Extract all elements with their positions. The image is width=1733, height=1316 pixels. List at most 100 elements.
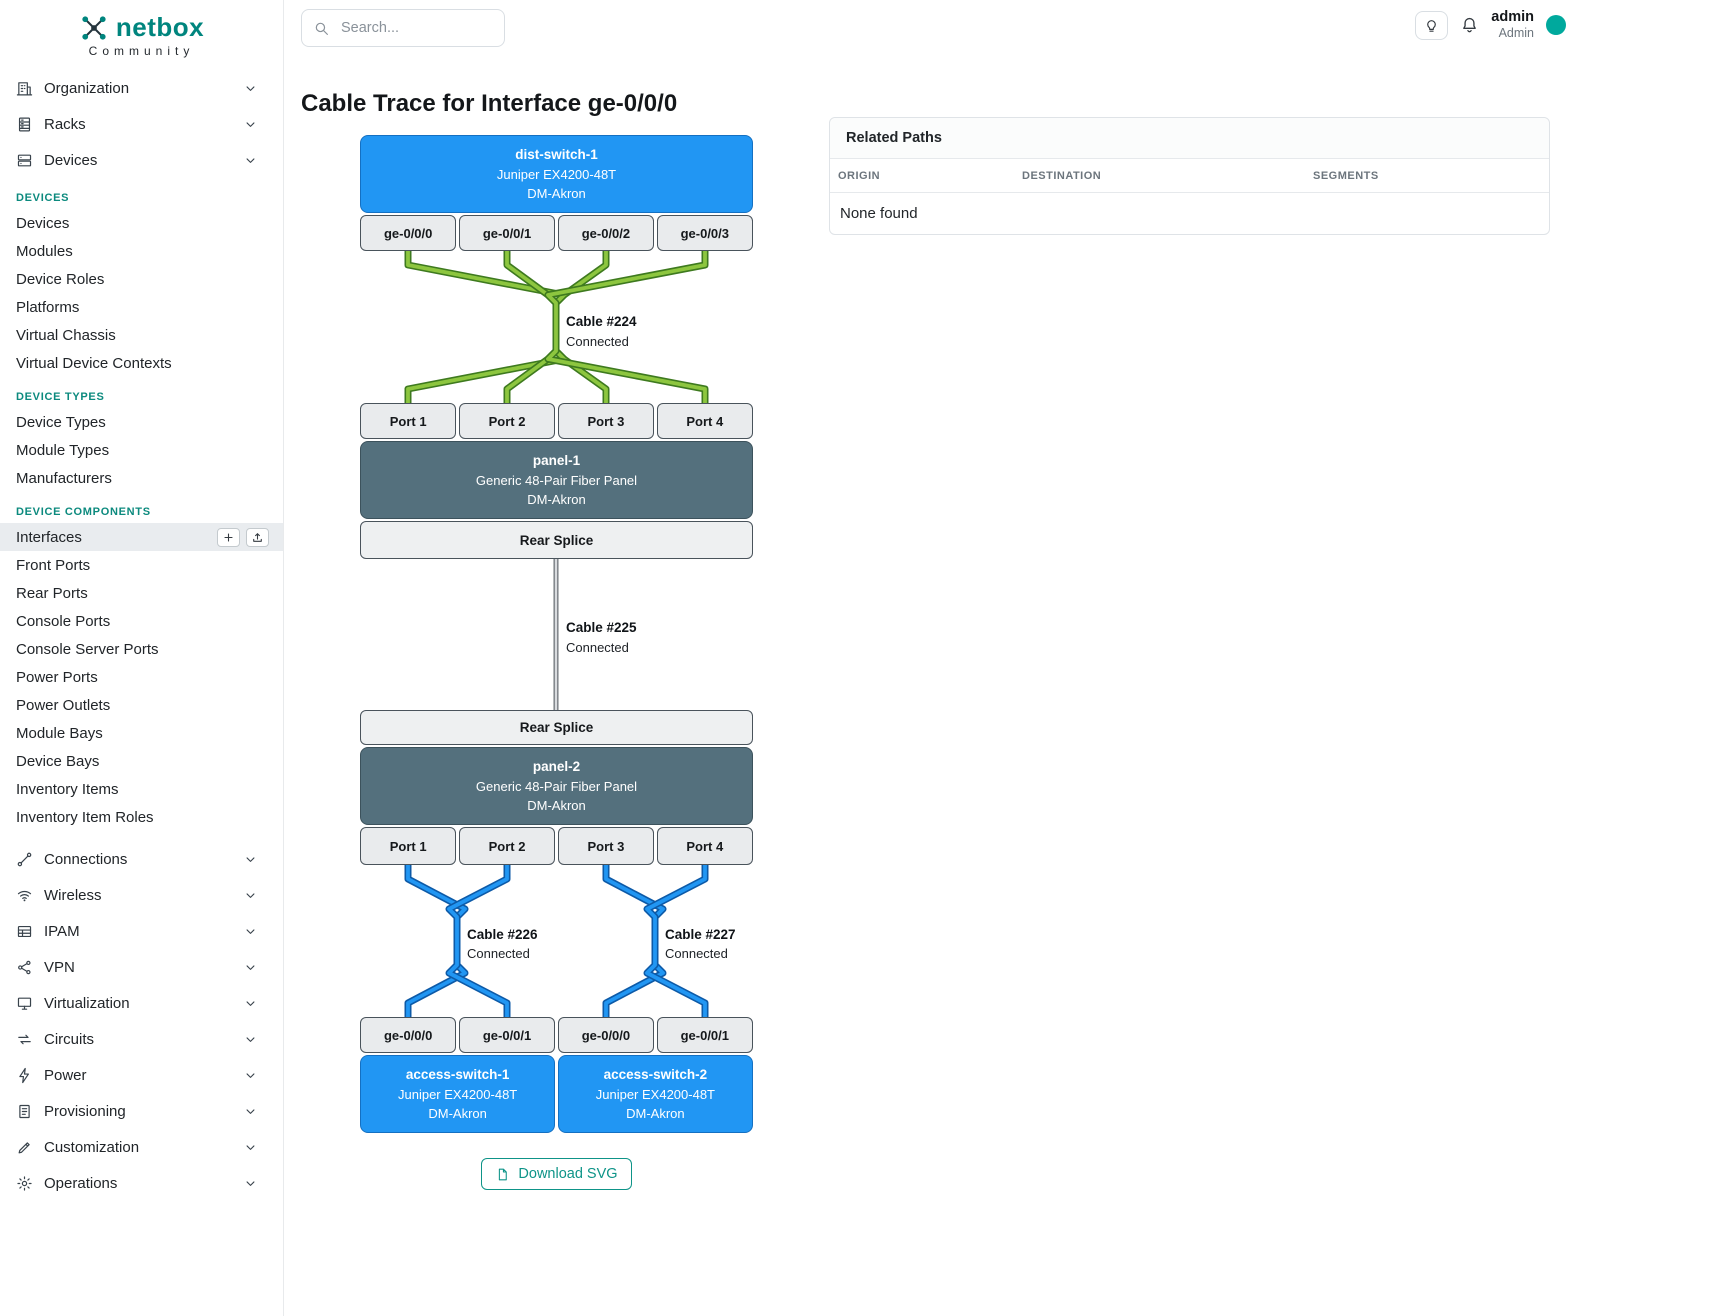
section-title-devices: DEVICES [16, 192, 70, 204]
device-name: panel-1 [532, 453, 581, 468]
cable-label[interactable]: Cable #226 [467, 927, 538, 942]
sidebar-item-interfaces[interactable]: Interfaces [0, 523, 283, 551]
column-destination: DESTINATION [1022, 170, 1102, 182]
interface-chip[interactable]: ge-0/0/2 [557, 215, 655, 251]
port-chip[interactable]: Port 1 [360, 827, 457, 865]
port-chip[interactable]: Port 1 [360, 403, 457, 439]
sidebar-item-virtualization[interactable]: Virtualization [0, 985, 283, 1021]
panel2-port-row: Port 1 Port 2 Port 3 Port 4 [360, 827, 753, 865]
sidebar-item-virtual-device-contexts[interactable]: Virtual Device Contexts [16, 354, 172, 372]
sidebar-item-manufacturers[interactable]: Manufacturers [16, 469, 112, 487]
device-model: Juniper EX4200-48T [496, 167, 617, 182]
add-interface-button[interactable] [217, 527, 240, 547]
cable-status: Connected [467, 946, 530, 961]
theme-toggle-button[interactable] [1415, 10, 1449, 40]
sidebar-item-devices-group[interactable]: Devices [0, 142, 283, 178]
sidebar-item-virtual-chassis[interactable]: Virtual Chassis [16, 326, 116, 344]
sidebar-item-front-ports[interactable]: Front Ports [16, 556, 91, 574]
plus-icon [222, 531, 235, 544]
interface-chip[interactable]: ge-0/0/1 [656, 1017, 753, 1053]
port-chip[interactable]: Port 2 [458, 827, 556, 865]
lightbulb-icon [1423, 17, 1440, 34]
port-chip[interactable]: Port 4 [656, 827, 753, 865]
section-title-device-types: DEVICE TYPES [16, 391, 105, 403]
cable-label[interactable]: Cable #224 [566, 314, 637, 329]
nav-label: Organization [44, 79, 130, 97]
device-site: DM-Akron [527, 186, 586, 201]
device-box-panel-2[interactable]: panel-2 Generic 48-Pair Fiber Panel DM-A… [360, 747, 753, 825]
sidebar-item-circuits[interactable]: Circuits [0, 1021, 283, 1057]
sidebar-item-racks[interactable]: Racks [0, 106, 283, 142]
sidebar-item-power-outlets[interactable]: Power Outlets [16, 696, 111, 714]
sidebar-item-platforms[interactable]: Platforms [16, 298, 80, 316]
user-role: Admin [1498, 26, 1534, 41]
main-content: admin Admin Cable Trace for Interface ge… [284, 0, 1733, 1316]
search-input[interactable] [339, 19, 493, 37]
interface-chip[interactable]: ge-0/0/0 [557, 1017, 655, 1053]
related-paths-card: Related Paths ORIGIN DESTINATION SEGMENT… [829, 117, 1550, 235]
chevron-down-icon [243, 1068, 258, 1083]
sidebar-item-customization[interactable]: Customization [0, 1129, 283, 1165]
device-box-access-switch-2[interactable]: access-switch-2 Juniper EX4200-48T DM-Ak… [557, 1055, 753, 1133]
import-interfaces-button[interactable] [246, 527, 269, 547]
sidebar-item-inventory-items[interactable]: Inventory Items [16, 780, 119, 798]
sidebar-item-ipam[interactable]: IPAM [0, 913, 283, 949]
sidebar-item-module-types[interactable]: Module Types [16, 441, 110, 459]
building-icon [16, 80, 33, 97]
device-box-access-switch-1[interactable]: access-switch-1 Juniper EX4200-48T DM-Ak… [360, 1055, 556, 1133]
panel1-port-row: Port 1 Port 2 Port 3 Port 4 [360, 403, 753, 439]
sidebar-item-module-bays[interactable]: Module Bays [16, 724, 103, 742]
cable-status: Connected [566, 334, 629, 349]
rear-splice-bottom[interactable]: Rear Splice [360, 710, 753, 745]
sidebar-item-operations[interactable]: Operations [0, 1165, 283, 1201]
rear-splice-top[interactable]: Rear Splice [360, 521, 753, 559]
device-box-panel-1[interactable]: panel-1 Generic 48-Pair Fiber Panel DM-A… [360, 441, 753, 519]
sidebar-item-organization[interactable]: Organization [0, 70, 283, 106]
interface-chip[interactable]: ge-0/0/0 [360, 1017, 457, 1053]
device-name: access-switch-2 [603, 1067, 708, 1082]
sidebar-item-device-roles[interactable]: Device Roles [16, 270, 105, 288]
port-chip[interactable]: Port 3 [557, 403, 655, 439]
interface-chip[interactable]: ge-0/0/0 [360, 215, 457, 251]
port-chip[interactable]: Port 3 [557, 827, 655, 865]
port-chip[interactable]: Port 2 [458, 403, 556, 439]
nav-label: VPN [44, 958, 75, 976]
cable-label[interactable]: Cable #225 [566, 620, 637, 635]
sidebar-item-device-types[interactable]: Device Types [16, 413, 106, 431]
sidebar-item-console-ports[interactable]: Console Ports [16, 612, 111, 630]
interface-chip[interactable]: ge-0/0/1 [458, 215, 556, 251]
sidebar-item-power-ports[interactable]: Power Ports [16, 668, 98, 686]
sidebar-item-power[interactable]: Power [0, 1057, 283, 1093]
sidebar-item-modules[interactable]: Modules [16, 242, 73, 260]
sidebar-item-connections[interactable]: Connections [0, 841, 283, 877]
nav-label: Wireless [44, 886, 102, 904]
netbox-logo-icon [82, 15, 106, 40]
sidebar-item-wireless[interactable]: Wireless [0, 877, 283, 913]
sidebar-item-provisioning[interactable]: Provisioning [0, 1093, 283, 1129]
sidebar-item-vpn[interactable]: VPN [0, 949, 283, 985]
chevron-down-icon [243, 117, 258, 132]
interface-chip[interactable]: ge-0/0/3 [656, 215, 753, 251]
sidebar-item-console-server-ports[interactable]: Console Server Ports [16, 640, 159, 658]
download-svg-button[interactable]: Download SVG [481, 1158, 632, 1190]
customization-icon [16, 1139, 33, 1156]
cable-225-svg: Cable #225 Connected [553, 559, 637, 710]
cable-status: Connected [566, 640, 629, 655]
device-name: dist-switch-1 [515, 147, 598, 162]
search-box[interactable] [301, 9, 505, 47]
cable-label[interactable]: Cable #227 [665, 927, 736, 942]
port-chip[interactable]: Port 4 [656, 403, 753, 439]
sidebar-item-device-bays[interactable]: Device Bays [16, 752, 100, 770]
column-origin: ORIGIN [838, 170, 881, 182]
sidebar-item-inventory-item-roles[interactable]: Inventory Item Roles [16, 808, 154, 826]
access-switch-row: access-switch-1 Juniper EX4200-48T DM-Ak… [360, 1055, 753, 1133]
notifications-button[interactable] [1460, 16, 1479, 35]
download-svg-label: Download SVG [518, 1166, 618, 1182]
sidebar-item-rear-ports[interactable]: Rear Ports [16, 584, 88, 602]
sidebar-item-devices[interactable]: Devices [16, 214, 70, 232]
interface-chip[interactable]: ge-0/0/1 [458, 1017, 556, 1053]
avatar[interactable] [1546, 15, 1566, 36]
device-box-dist-switch-1[interactable]: dist-switch-1 Juniper EX4200-48T DM-Akro… [360, 135, 753, 213]
device-name: access-switch-1 [405, 1067, 510, 1082]
netbox-logo[interactable]: netbox Community [0, 0, 283, 58]
